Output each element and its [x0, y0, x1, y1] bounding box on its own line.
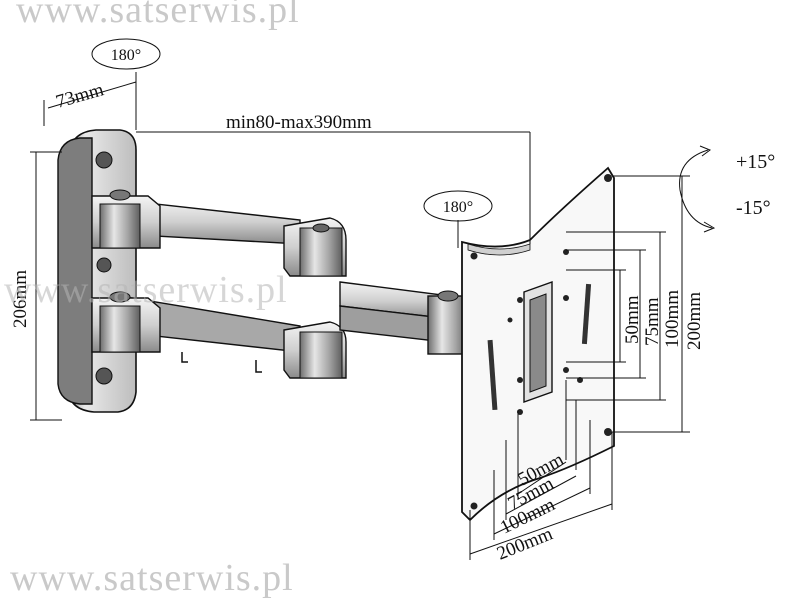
- vesa-vertical-200-label: 200mm: [684, 292, 705, 350]
- wall-hinge-top: [91, 189, 161, 249]
- tilt-minus-label: -15°: [736, 197, 771, 219]
- wall-plate-depth-label: 73mm: [54, 79, 107, 113]
- vesa-slot: [487, 283, 592, 411]
- wall-hinge-bottom: [91, 291, 161, 353]
- wall-plate-height-label: 206mm: [10, 270, 31, 328]
- wall-plate-hole: [95, 151, 113, 385]
- dimension-labels: 180° 180° 73mm min80-max390mm 206mm +15°…: [10, 47, 775, 565]
- vesa-center-bracket: [523, 281, 553, 403]
- watermark-top: www.satserwis.pl: [16, 0, 300, 31]
- watermark-middle: www.satserwis.pl: [4, 269, 288, 311]
- vesa-vertical-50-label: 50mm: [622, 295, 643, 344]
- dimension-lines: [30, 38, 716, 560]
- tilt-plus-label: +15°: [736, 151, 775, 173]
- elbow-joint: [283, 217, 347, 379]
- extension-label: min80-max390mm: [226, 112, 372, 133]
- upper-arm: [91, 189, 469, 379]
- watermark-bottom: www.satserwis.pl: [10, 557, 294, 599]
- vesa-vertical-75-label: 75mm: [642, 297, 663, 346]
- wall-rotation-label: 180°: [111, 47, 141, 64]
- vesa-vertical-100-label: 100mm: [662, 290, 683, 348]
- panel-rotation-label: 180°: [443, 199, 473, 216]
